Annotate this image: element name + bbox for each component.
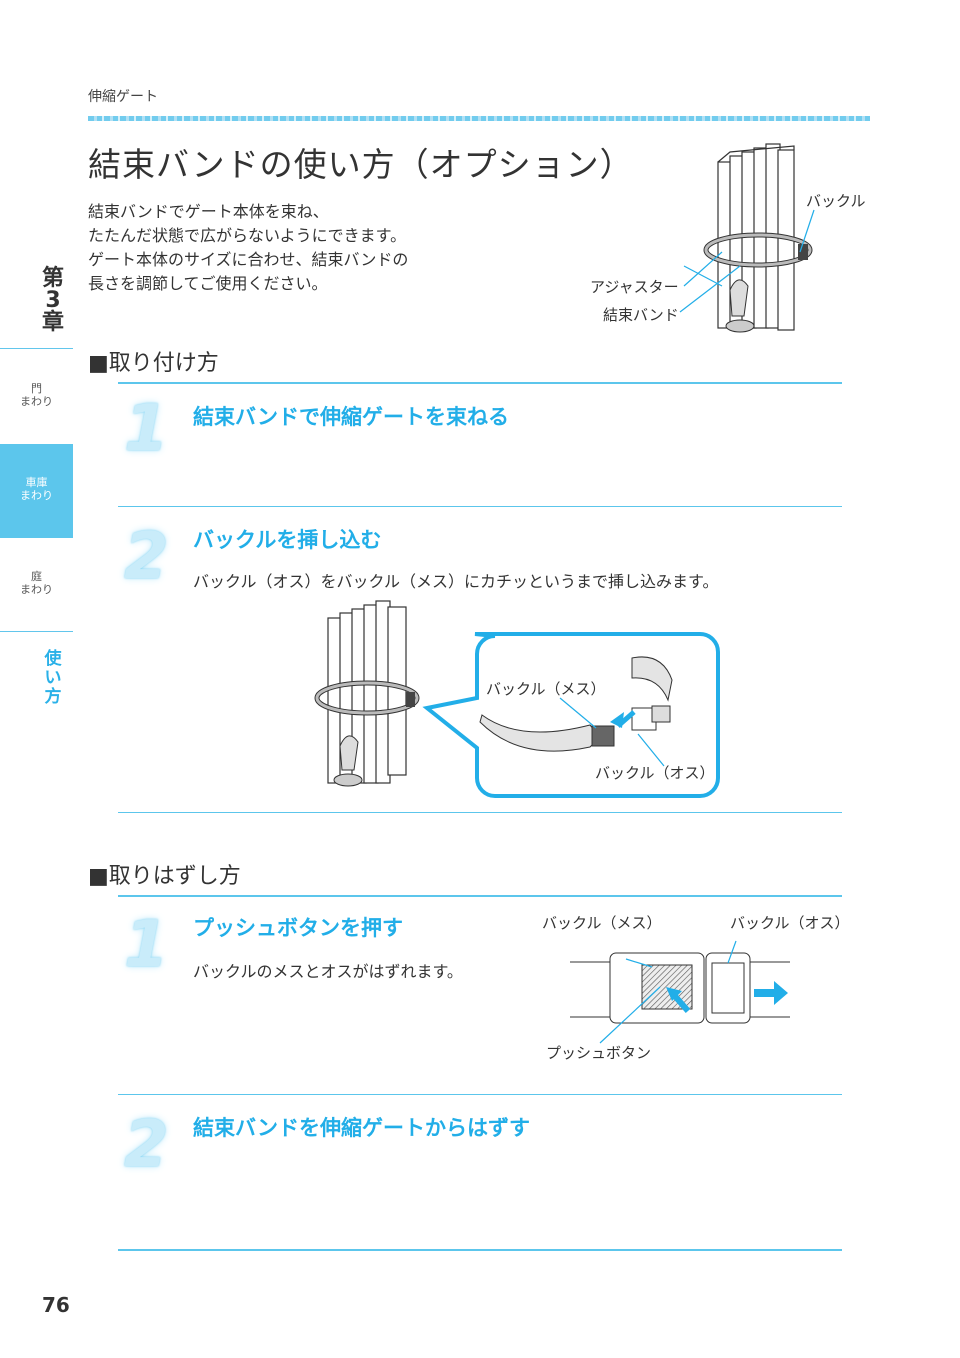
push-button-illustration bbox=[570, 940, 790, 1044]
gate-band-illustration bbox=[703, 143, 813, 333]
nav-divider bbox=[0, 348, 73, 349]
nav-divider bbox=[0, 631, 73, 632]
intro-line: たたんだ状態で広がらないようにできます。 bbox=[88, 226, 407, 245]
intro-line: 結束バンドでゲート本体を束ね、 bbox=[88, 202, 329, 221]
step-title: プッシュボタンを押す bbox=[193, 916, 403, 940]
step-number: 1 bbox=[124, 908, 169, 982]
label-buckle-female: バックル（メス） bbox=[542, 914, 662, 932]
step-divider bbox=[118, 812, 842, 813]
nav-item-garage[interactable]: 車庫 まわり bbox=[0, 444, 73, 538]
intro-line: ゲート本体のサイズに合わせ、結束バンドの bbox=[88, 250, 409, 269]
chapter-indicator: 第 3 章 bbox=[41, 266, 64, 335]
gate-illustration bbox=[314, 600, 420, 787]
top-callout-lines bbox=[679, 209, 815, 313]
nav-item-usage[interactable]: 使 い 方 bbox=[44, 649, 62, 707]
label-band: 結束バンド bbox=[603, 306, 679, 324]
buckle-detail-callout bbox=[422, 632, 720, 798]
label-buckle-female: バックル（メス） bbox=[486, 680, 606, 698]
label-adjuster: アジャスター bbox=[590, 278, 679, 296]
step-text: バックルのメスとオスがはずれます。 bbox=[193, 962, 463, 981]
section-title-attach: ■取り付け方 bbox=[88, 351, 219, 376]
nav-item-gate[interactable]: 門 まわり bbox=[20, 382, 53, 408]
intro-line: 長さを調節してご使用ください。 bbox=[88, 274, 328, 293]
step-title: 結束バンドを伸縮ゲートからはずす bbox=[193, 1116, 531, 1140]
label-buckle: バックル bbox=[806, 192, 866, 210]
section-rule bbox=[118, 382, 842, 384]
section-rule bbox=[118, 895, 842, 897]
step-number: 2 bbox=[124, 1108, 169, 1182]
step-title: バックルを挿し込む bbox=[193, 528, 382, 552]
intro-text: 結束バンドでゲート本体を束ね、 たたんだ状態で広がらないようにできます。 ゲート… bbox=[88, 200, 468, 296]
nav-item-garden[interactable]: 庭 まわり bbox=[20, 570, 53, 596]
step-divider bbox=[118, 506, 842, 507]
label-buckle-male: バックル（オス） bbox=[730, 914, 850, 932]
step-title: 結束バンドで伸縮ゲートを束ねる bbox=[193, 405, 510, 429]
breadcrumb: 伸縮ゲート bbox=[88, 89, 158, 105]
step-number: 1 bbox=[124, 392, 169, 466]
section-title-detach: ■取りはずし方 bbox=[88, 864, 241, 889]
step-number: 2 bbox=[124, 520, 169, 594]
page-number: 76 bbox=[42, 1293, 70, 1317]
step-divider bbox=[118, 1094, 842, 1095]
label-push-button: プッシュボタン bbox=[546, 1044, 652, 1062]
page-title: 結束バンドの使い方（オプション） bbox=[88, 145, 634, 184]
step-text: バックル（オス）をバックル（メス）にカチッというまで挿し込みます。 bbox=[193, 572, 719, 591]
label-buckle-male: バックル（オス） bbox=[595, 764, 715, 782]
header-divider bbox=[88, 116, 870, 121]
section-end-rule bbox=[118, 1249, 842, 1251]
